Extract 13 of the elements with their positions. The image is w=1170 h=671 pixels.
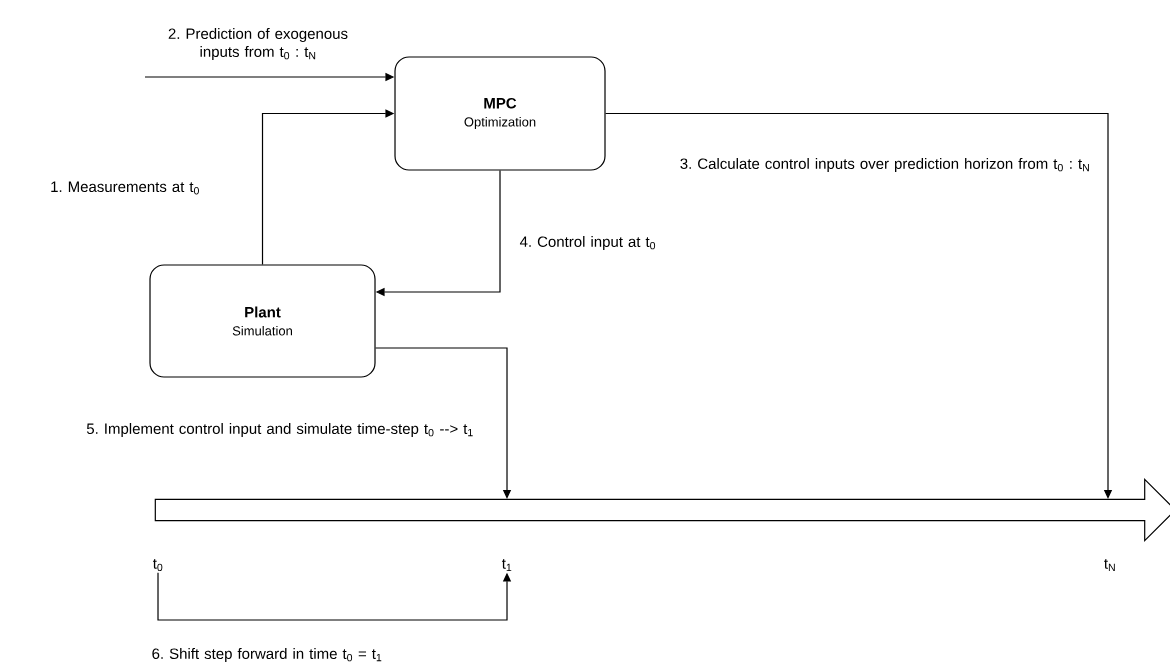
time-label: t$_{N}$ [1104, 559, 1115, 571]
edge-label: 4. Control input at t$_{0}$ [519, 236, 656, 250]
edge-label: 6. Shift step forward in time t$_{0}$ = t$_{1}$ [152, 648, 382, 662]
edge-label: 1. Measurements at t$_{0}$ [51, 181, 199, 195]
edge-label: 5. Implement control input and simulate time-step t$_{0}$ --> t$_{1}$ [86, 423, 473, 437]
time-label: t$_{0}$ [153, 558, 163, 572]
edge-label: 3. Calculate control inputs over prediction horizon from t$_{0}$ : t$_{N}$ [680, 158, 1089, 172]
time-label: t$_{1}$ [501, 559, 512, 571]
edge-label: 2. Prediction of exogenous inputs from t$_{0}$ : t$_{N}$ [168, 28, 348, 60]
process-box: Plant Simulation [149, 264, 376, 378]
arrow [375, 347, 512, 499]
arrow [605, 112, 1113, 499]
process-box: MPC Optimization [394, 56, 606, 171]
